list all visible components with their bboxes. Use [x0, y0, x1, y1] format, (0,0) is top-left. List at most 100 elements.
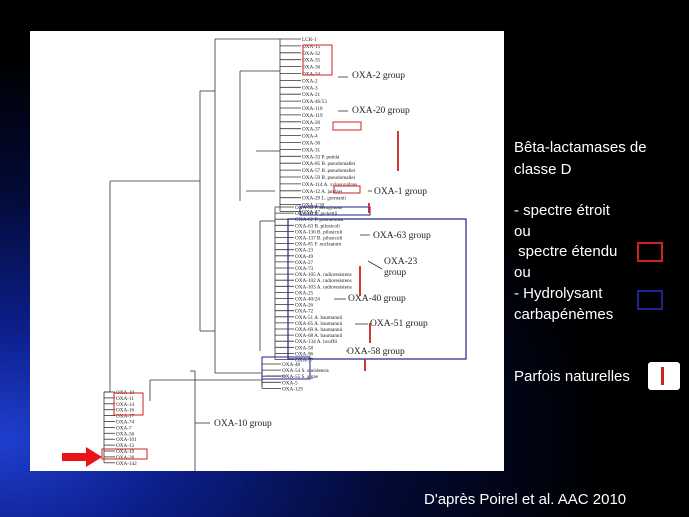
leaf-label: OXA-137 B. pilosicoli: [295, 236, 343, 242]
leaf-label: OXA-47: [302, 210, 321, 216]
red-arrow-icon: [62, 447, 102, 467]
legend-title-line1: Bêta-lactamases de: [514, 139, 647, 156]
group-label: OXA-23: [384, 257, 417, 267]
tree-branches: [103, 38, 383, 471]
extended-spectrum-box: [333, 185, 361, 194]
group-label: OXA-63 group: [373, 231, 431, 241]
group-label: OXA-2 group: [352, 71, 405, 81]
leaf-label: OXA-37: [302, 127, 321, 133]
leaf-label: OXA-49: [295, 254, 314, 260]
leaf-label: OXA-35: [302, 58, 321, 64]
legend-carbapenem-line2: carbapénèmes: [514, 306, 614, 323]
leaf-label: OXA-63 B. pilosicoli: [295, 223, 340, 229]
legend-narrow-spectrum: - spectre étroit: [514, 202, 610, 219]
leaf-label: OXA-58: [295, 345, 314, 351]
leaf-label: OXA-68 A. baumannii: [295, 333, 343, 339]
leaf-label: OXA-102 A. radioresistens: [295, 278, 352, 284]
leaf-label: OXA-20: [302, 120, 321, 126]
leaf-label: OXA-51 A. baumannii: [295, 315, 343, 321]
leaf-label: OXA-5: [282, 380, 298, 386]
leaf-label: OXA-48: [282, 362, 301, 368]
leaf-label: OXA-25: [295, 290, 314, 296]
group-label: OXA-51 group: [370, 319, 428, 329]
leaf-label: OXA-56: [116, 431, 135, 437]
leaf-label: OXA-136 B. pilosicoli: [295, 229, 343, 235]
leaf-label: OXA-114 A. xylosoxidans: [302, 182, 357, 188]
leaf-label: OXA-59 B. pseudomallei: [302, 175, 356, 181]
extended-spectrum-box: [113, 392, 144, 416]
leaf-label: OXA-26: [295, 303, 314, 309]
leaf-label: OXA-69 A. baumannii: [295, 327, 343, 333]
leaf-label: OXA-65 A. baumannii: [295, 321, 343, 327]
leaf-label: OXA-101: [116, 437, 137, 443]
leaf-label: OXA-36: [302, 65, 321, 71]
leaf-label: OXA-29 L. gormanii: [302, 196, 347, 202]
citation: D'après Poirel et al. AAC 2010: [424, 491, 627, 508]
extended-spectrum-box: [302, 44, 333, 76]
leaf-label: OXA-60 R. pickettii: [295, 211, 338, 217]
group-label: OXA-58 group: [347, 347, 405, 357]
leaf-label: OXA-11: [116, 396, 134, 402]
legend-or-1: ou: [514, 223, 531, 240]
legend-or-2: ou: [514, 264, 531, 281]
leaf-label: OXA-12 A. jandaei: [302, 189, 343, 195]
leaf-label: OXA-118: [302, 106, 323, 112]
leaf-label: OXA-62 P. pnomenusa: [295, 217, 344, 223]
leaf-label: OXA-31: [302, 147, 321, 153]
leaf-label: OXA-55 S. algae: [282, 374, 319, 380]
legend-carbapenem-swatch: [637, 290, 663, 310]
leaf-label: OXA-142: [116, 461, 137, 467]
leaf-label: OXA-73: [295, 266, 314, 272]
carbapenem-box: [261, 356, 311, 380]
leaf-label: OXA-96: [295, 351, 314, 357]
leaf-label: OXA-30: [302, 141, 321, 147]
leaf-label: OXA-2: [302, 78, 318, 84]
group-label: group: [384, 268, 406, 278]
leaf-label: OXA-17: [116, 414, 135, 420]
leaf-label: OXA-40/24: [295, 297, 320, 303]
leaf-label: OXA-3: [302, 85, 318, 91]
leaf-label: OXA-16: [116, 408, 135, 414]
leaf-label: OXA-13: [116, 443, 135, 449]
leaf-label: OXA-97: [295, 358, 314, 364]
extended-spectrum-box: [332, 121, 362, 131]
leaf-label: OXA-57 B. pseudomallei: [302, 168, 356, 174]
leaf-label: OXA-4: [302, 134, 318, 140]
carbapenem-box: [299, 206, 371, 216]
leaf-label: OXA-1/30: [302, 203, 325, 209]
leaf-label: OXA-129: [282, 386, 303, 392]
extended-spectrum-box: [101, 448, 148, 460]
tree-svg: LCR-1OXA-15OXA-32OXA-35OXA-36OXA-34OXA-2…: [101, 37, 467, 471]
leaf-label: OXA-21: [302, 92, 321, 98]
group-label: OXA-1 group: [374, 187, 427, 197]
leaf-label: OXA-32: [302, 51, 321, 57]
leaf-label: OXA-74: [116, 420, 135, 426]
legend-natural-swatch: [648, 362, 680, 390]
natural-marker-icon: [661, 367, 664, 385]
carbapenem-box: [287, 218, 467, 360]
legend-extended-spectrum: spectre étendu: [514, 243, 618, 260]
leaf-label: OXA-54 S. oneidensis: [282, 368, 329, 374]
legend-title-line2: classe D: [514, 161, 572, 178]
group-label: OXA-20 group: [352, 106, 410, 116]
legend-extended-swatch: [637, 242, 663, 262]
leaf-label: OXA-72: [295, 309, 314, 315]
leaf-label: OXA-85 B. pseudomallei: [302, 161, 356, 167]
leaf-label: OXA-27: [295, 260, 314, 266]
leaf-label: OXA-15: [302, 44, 321, 50]
leaf-label: OXA-28: [116, 455, 135, 461]
leaf-label: OXA-119: [302, 113, 323, 119]
tree-leaf-labels: LCR-1OXA-15OXA-32OXA-35OXA-36OXA-34OXA-2…: [116, 37, 357, 467]
leaf-label: OXA-105 A. radioresistens: [295, 272, 352, 278]
tree-highlights: [101, 44, 467, 460]
leaf-label: OXA-23: [295, 248, 314, 254]
leaf-label: OXA-134 A. lwoffii: [295, 338, 338, 345]
group-bracket: [367, 260, 383, 270]
group-label: OXA-10 group: [214, 419, 272, 429]
group-label: OXA-40 group: [348, 294, 406, 304]
leaf-label: OXA-85 F. nucleatum: [295, 242, 341, 248]
legend-carbapenem-line1: - Hydrolysant: [514, 285, 603, 302]
leaf-label: OXA-50 P. aeruginosa: [295, 205, 343, 211]
